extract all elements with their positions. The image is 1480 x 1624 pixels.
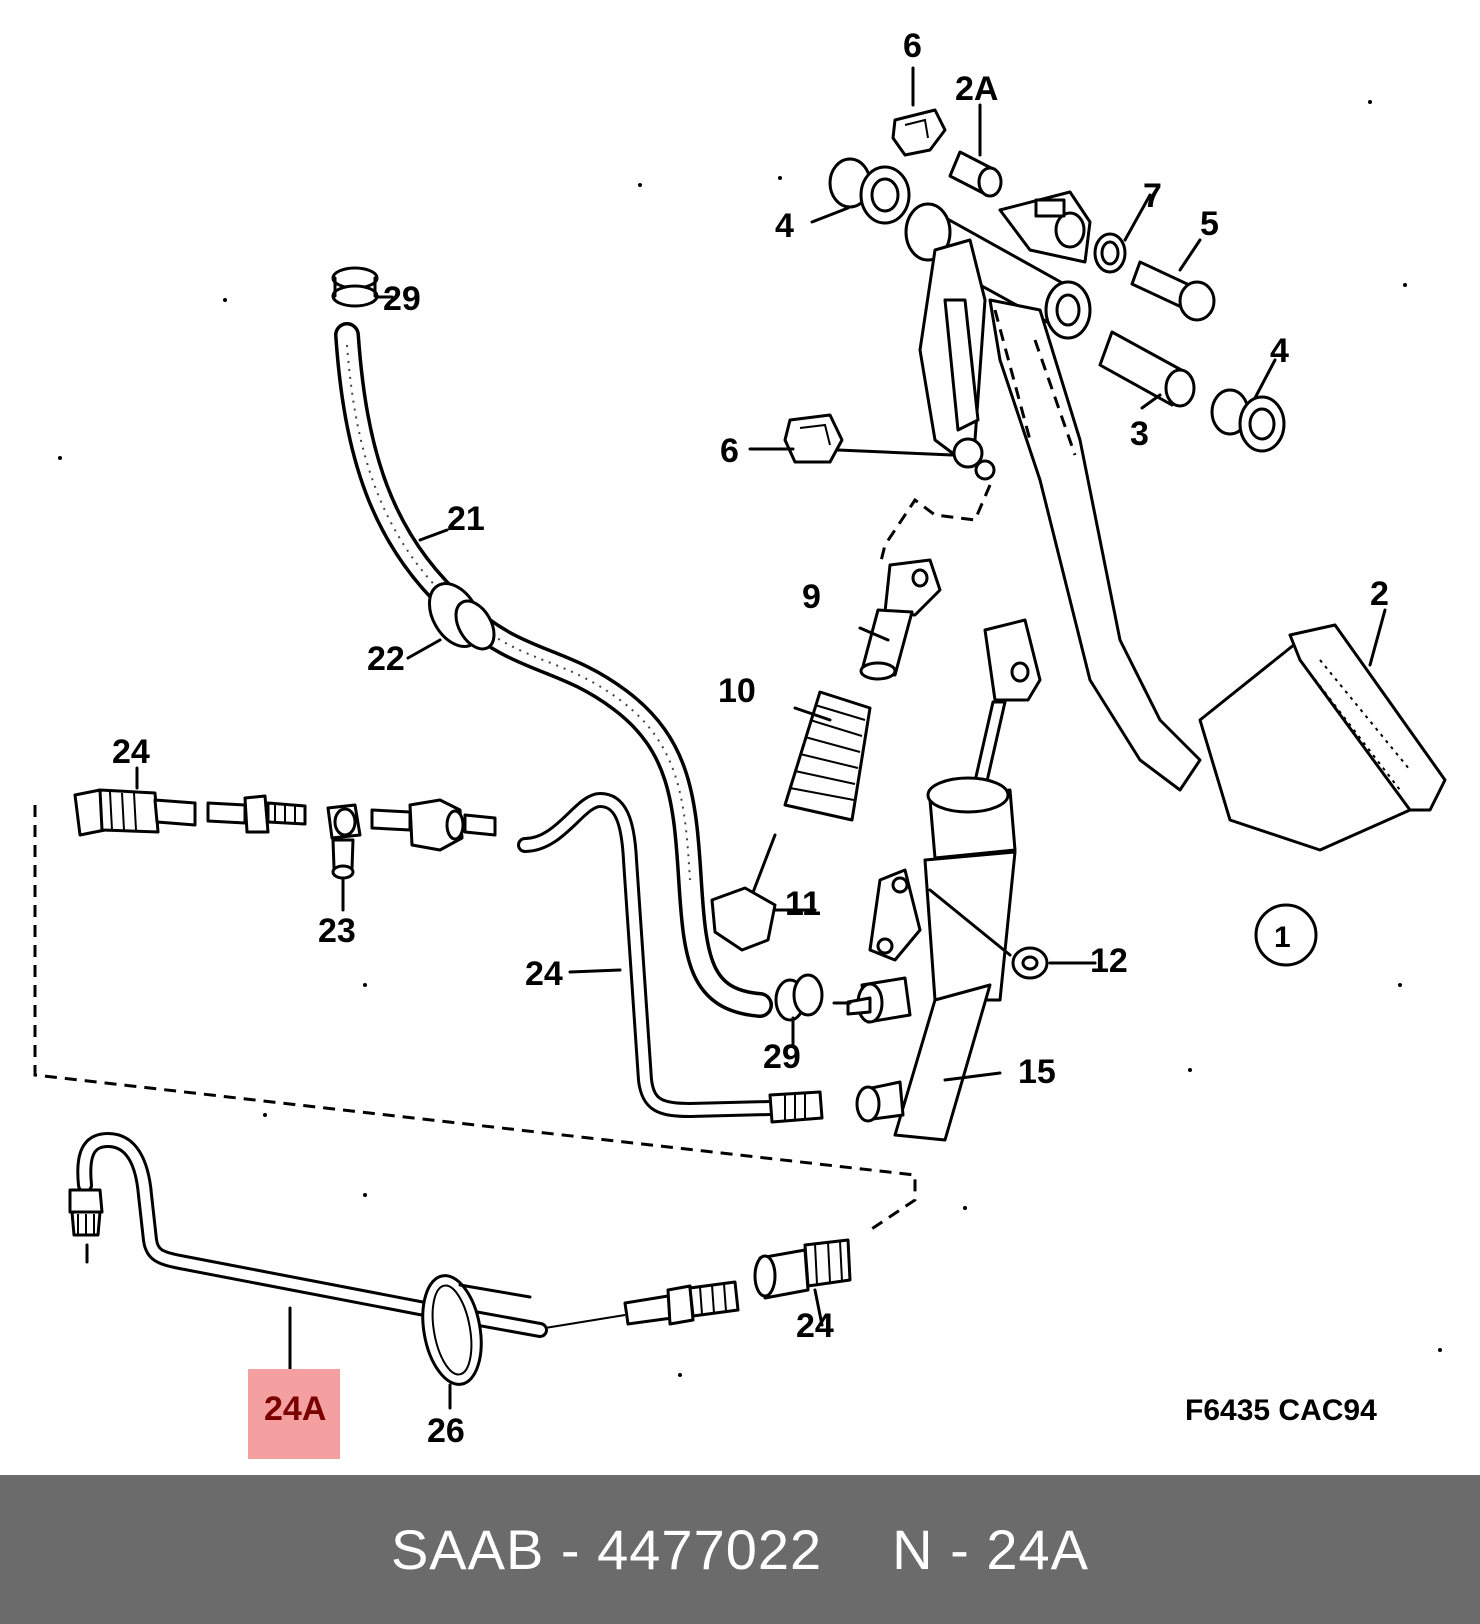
pedal-assembly xyxy=(748,66,1447,852)
callout-24-bottom: 24 xyxy=(796,1307,834,1345)
callout-10: 10 xyxy=(718,672,756,710)
callout-2: 2 xyxy=(1370,575,1389,613)
part-number: 4477022 xyxy=(597,1518,823,1581)
callout-9: 9 xyxy=(802,578,821,616)
reference-number: 24A xyxy=(986,1518,1090,1581)
footer-separator-2: - xyxy=(950,1518,970,1581)
callout-labels: 6 2A 4 7 5 29 4 3 6 21 9 2 22 10 24 23 1… xyxy=(112,27,1389,1450)
callout-7: 7 xyxy=(1143,177,1162,215)
callout-4-left: 4 xyxy=(775,207,794,245)
highlight-box-24A xyxy=(248,1369,340,1459)
parts-diagram: 6 2A 4 7 5 29 4 3 6 21 9 2 22 10 24 23 1… xyxy=(33,27,1447,1459)
callout-26: 26 xyxy=(427,1412,465,1450)
callout-2A: 2A xyxy=(955,70,998,108)
callout-5: 5 xyxy=(1200,205,1219,243)
callout-21: 21 xyxy=(447,500,485,538)
callout-4-right: 4 xyxy=(1270,332,1289,370)
callout-15: 15 xyxy=(1018,1053,1056,1091)
callout-12: 12 xyxy=(1090,942,1128,980)
reference-prefix: N xyxy=(892,1518,934,1581)
callout-6-top: 6 xyxy=(903,27,922,65)
callout-3: 3 xyxy=(1130,415,1149,453)
reservoir-hose xyxy=(331,266,852,1047)
callout-24-top-left: 24 xyxy=(112,733,150,771)
callout-6-mid: 6 xyxy=(720,432,739,470)
pressure-pipe-upper xyxy=(517,792,824,1124)
callout-29-top: 29 xyxy=(383,280,421,318)
footer-separator: - xyxy=(560,1518,581,1581)
drawing-code: F6435 CAC94 xyxy=(1185,1394,1377,1427)
callout-22: 22 xyxy=(367,640,405,678)
callout-24-mid: 24 xyxy=(525,955,563,993)
pushrod-assembly xyxy=(710,484,992,952)
pressure-pipe-24A xyxy=(68,1132,852,1410)
callout-1: 1 xyxy=(1274,921,1291,954)
brand-name: SAAB xyxy=(390,1518,545,1581)
reference-circle-1 xyxy=(1254,903,1318,967)
callout-24A: 24A xyxy=(264,1390,326,1428)
callout-11: 11 xyxy=(785,885,821,923)
callout-23: 23 xyxy=(318,912,356,950)
part-number-footer: SAAB - 4477022 N - 24A xyxy=(0,1475,1480,1624)
upper-fittings xyxy=(33,766,917,1232)
callout-29-bottom: 29 xyxy=(763,1038,801,1076)
master-cylinder xyxy=(846,618,1097,1142)
scan-specks xyxy=(58,100,1442,1377)
